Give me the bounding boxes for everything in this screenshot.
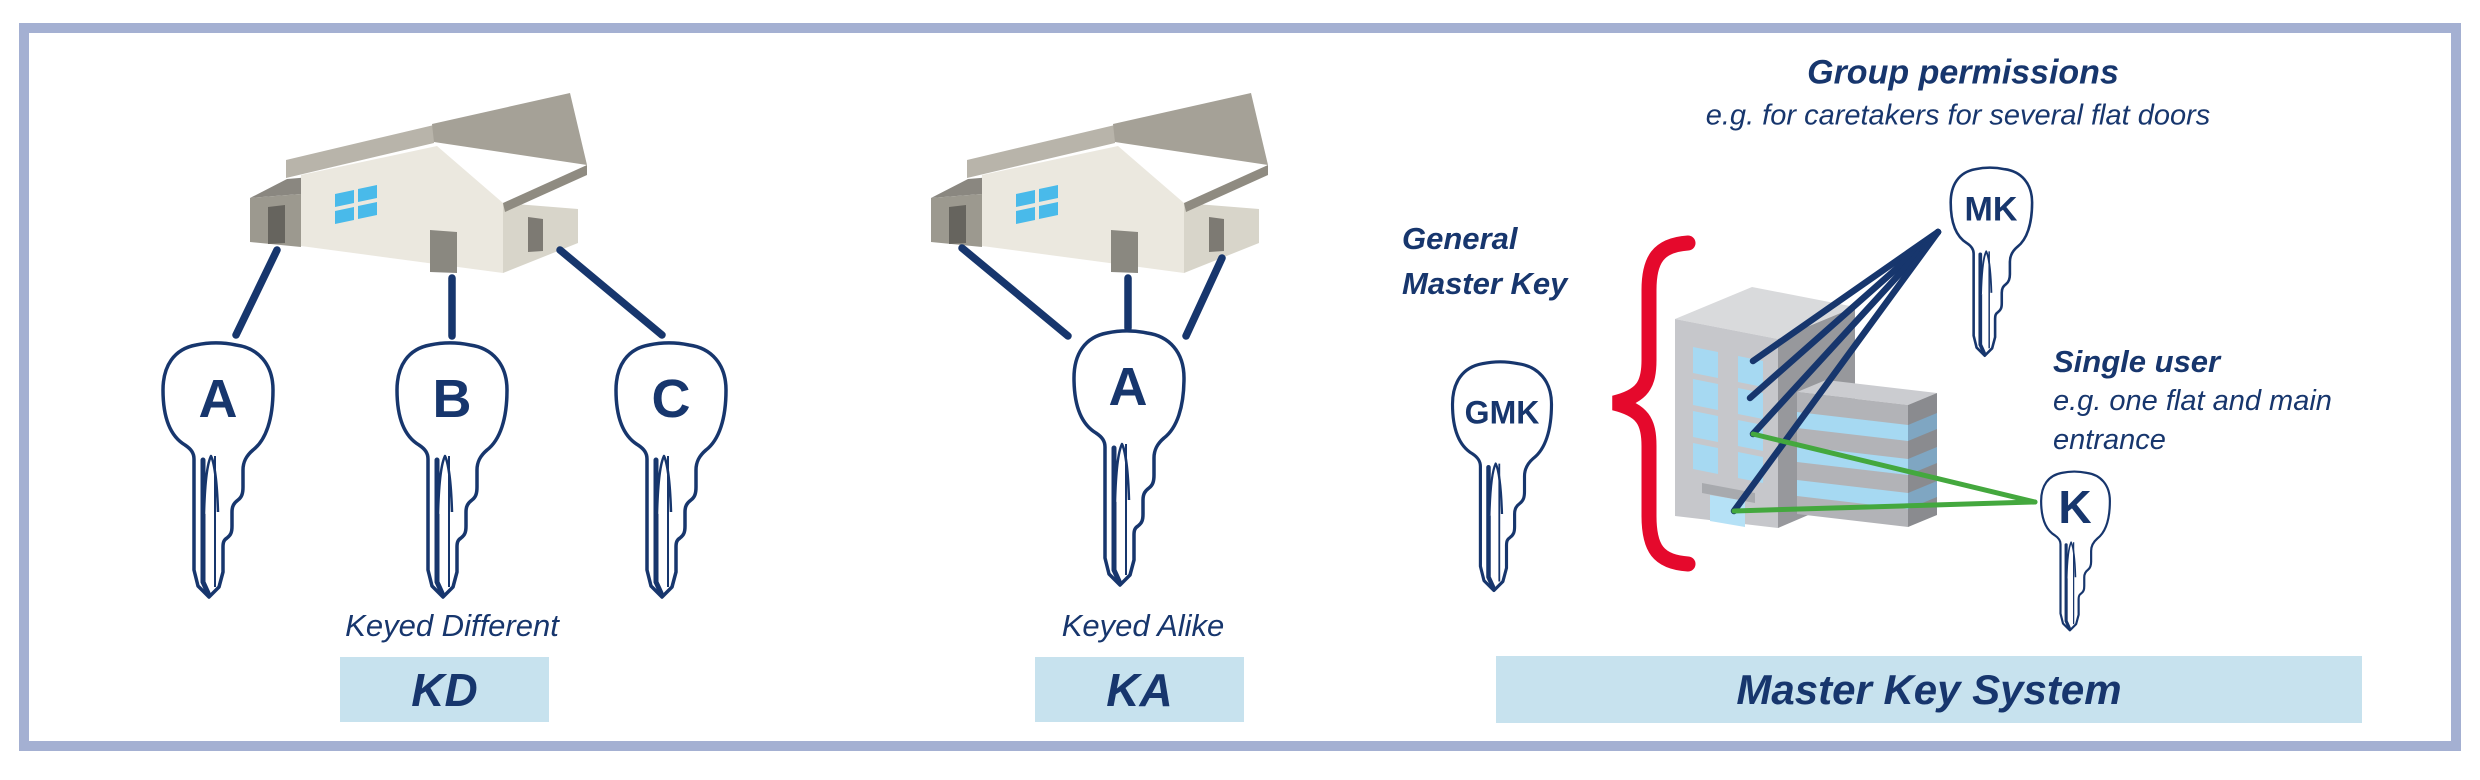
k-permission-lines bbox=[1731, 431, 2038, 514]
connector-ka-left bbox=[958, 244, 1072, 340]
key-c-label: C bbox=[651, 369, 691, 429]
single-line2: entrance bbox=[2053, 424, 2166, 456]
house-ka bbox=[931, 93, 1268, 273]
ka-abbr: KA bbox=[1106, 663, 1173, 716]
key-a-label: A bbox=[198, 369, 238, 429]
kd-caption: Keyed Different bbox=[345, 608, 559, 643]
key-b-label: B bbox=[432, 369, 472, 429]
key-a-alike-label: A bbox=[1108, 357, 1148, 417]
master-key-system-label: Master Key System bbox=[1736, 665, 2122, 713]
general-line1: General bbox=[1402, 221, 1518, 256]
mk-permission-lines bbox=[1730, 228, 1942, 515]
kd-box: KD bbox=[340, 657, 549, 722]
single-line1: e.g. one flat and main bbox=[2053, 385, 2332, 417]
ka-caption: Keyed Alike bbox=[1061, 608, 1225, 643]
group-permissions-title: Group permissions bbox=[1807, 53, 2119, 92]
single-user-title: Single user bbox=[2053, 344, 2221, 379]
ka-box: KA bbox=[1035, 657, 1244, 722]
group-permissions-subtitle: e.g. for caretakers for several flat doo… bbox=[1705, 99, 2211, 132]
single-user-subtitle: e.g. one flat and main entrance bbox=[2053, 382, 2332, 460]
connector-kd-c bbox=[556, 246, 666, 339]
master-key-system-banner: Master Key System bbox=[1496, 656, 2362, 723]
curly-brace bbox=[1612, 235, 1696, 572]
key-k-label: K bbox=[2058, 481, 2092, 533]
kd-abbr: KD bbox=[411, 663, 478, 716]
outer-border bbox=[19, 23, 2461, 751]
connector-ka-right bbox=[1182, 254, 1226, 340]
connector-kd-a bbox=[232, 246, 281, 339]
key-mk-label: MK bbox=[1964, 190, 2018, 229]
general-line2: Master Key bbox=[1402, 266, 1568, 301]
house-kd bbox=[250, 93, 587, 273]
key-gmk-label: GMK bbox=[1464, 394, 1540, 431]
